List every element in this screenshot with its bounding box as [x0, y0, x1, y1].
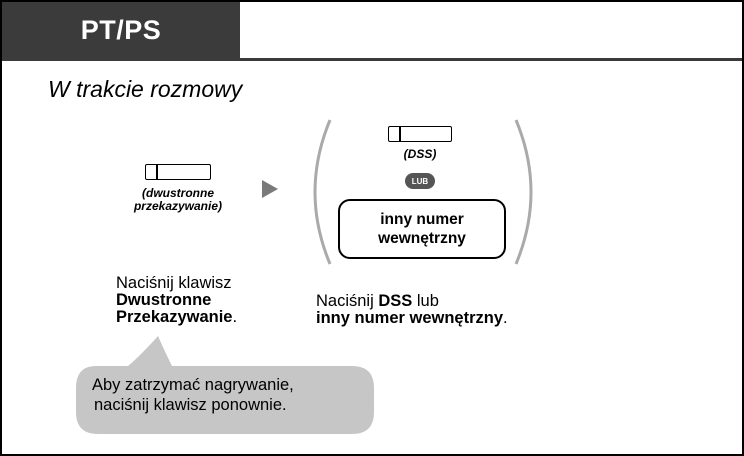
- header-tab-label: PT/PS: [80, 14, 162, 45]
- other-extension-number-box: inny numer wewnętrzny: [338, 199, 506, 259]
- note-line2: naciśnij klawisz ponownie.: [94, 396, 287, 414]
- step2-instruction: Naciśnij DSS lub inny numer wewnętrzny.: [316, 292, 508, 327]
- header-tab: PT/PS: [2, 2, 240, 58]
- step1-instruction: Naciśnij klawisz Dwustronne Przekazywani…: [116, 274, 238, 326]
- next-step-arrow-icon: [262, 180, 278, 198]
- left-bracket: [313, 119, 332, 265]
- two-way-transfer-key-icon: [145, 164, 211, 180]
- dss-key-caption: (DSS): [403, 147, 437, 161]
- page-subtitle: W trakcie rozmowy: [48, 76, 243, 102]
- other-extension-line1: inny numer: [380, 211, 464, 228]
- other-extension-line2: wewnętrzny: [378, 230, 466, 247]
- dss-key-icon: [388, 126, 452, 142]
- two-way-transfer-key-caption: (dwustronne przekazywanie): [133, 186, 223, 213]
- right-bracket: [514, 119, 533, 265]
- note-text: Aby zatrzymać nagrywanie, naciśnij klawi…: [92, 375, 294, 415]
- note-bubble: [76, 336, 374, 434]
- or-badge: LUB: [405, 173, 435, 189]
- header-divider: [2, 58, 742, 61]
- note-line1: Aby zatrzymać nagrywanie,: [92, 376, 294, 394]
